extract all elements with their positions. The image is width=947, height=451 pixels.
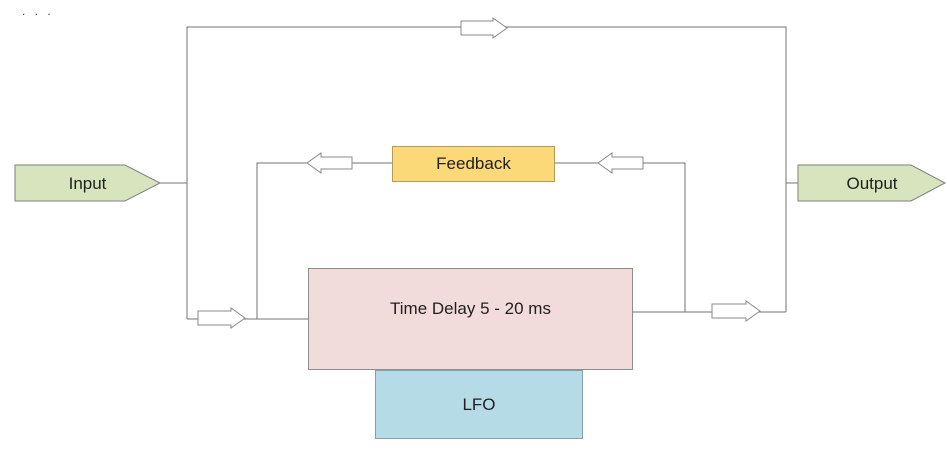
arrow-right-icon	[197, 307, 246, 329]
node-input[interactable]: Input	[15, 165, 160, 202]
node-input-label: Input	[68, 173, 107, 193]
output-shape	[797, 164, 947, 202]
arrow-left-icon	[597, 152, 644, 174]
node-output[interactable]: Output	[798, 165, 946, 202]
arrow-right-icon	[711, 300, 761, 322]
node-lfo[interactable]: LFO	[375, 370, 583, 439]
node-output-label: Output	[846, 173, 898, 193]
node-time-delay-label: Time Delay 5 - 20 ms	[390, 299, 551, 318]
node-feedback[interactable]: Feedback	[392, 146, 555, 182]
arrow-left-icon	[306, 152, 353, 174]
node-lfo-label: LFO	[462, 394, 496, 414]
arrow-right-icon	[460, 17, 508, 39]
input-shape	[14, 164, 162, 202]
node-time-delay[interactable]: Time Delay 5 - 20 ms	[308, 268, 633, 370]
node-feedback-label: Feedback	[436, 154, 511, 173]
ellipsis-text: . . .	[22, 4, 54, 18]
